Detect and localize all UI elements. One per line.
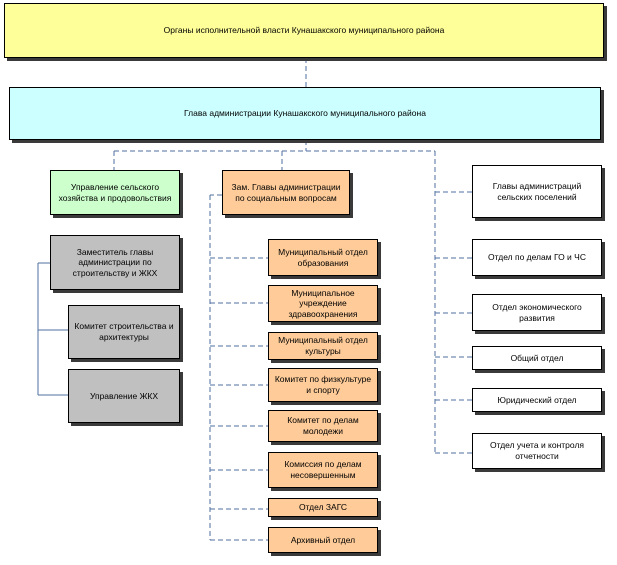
youth-committee-label: Комитет по делам молодежи: [287, 415, 359, 436]
agriculture-department-label: Управление сельского хозяйства и продово…: [58, 181, 172, 203]
accounting-control-label: Отдел учета и контроля отчетности: [489, 440, 585, 461]
agriculture-department-box: Управление сельского хозяйства и продово…: [50, 170, 180, 215]
legal-department-label: Юридический отдел: [497, 394, 577, 405]
education-department-box: Муниципальный отдел образования: [268, 239, 378, 276]
minors-commission-box: Комиссия по делам несовершенным: [268, 452, 378, 488]
healthcare-institution-label: Муниципальное учреждение здравоохранения: [288, 287, 358, 319]
sport-committee-label: Комитет по физкультуре и спорту: [274, 374, 372, 395]
housing-department-label: Управление ЖКХ: [89, 390, 159, 401]
deputy-construction-box: Заместитель главы администрации по строи…: [50, 235, 180, 290]
head-of-administration-label: Глава администрации Кунашакского муницип…: [184, 108, 426, 119]
rural-settlements-heads-label: Главы администраций сельских поселений: [492, 180, 582, 202]
rural-settlements-heads-box: Главы администраций сельских поселений: [472, 165, 602, 218]
registry-office-label: Отдел ЗАГС: [298, 502, 348, 513]
culture-department-label: Муниципальный отдел культуры: [278, 335, 368, 356]
education-department-label: Муниципальный отдел образования: [278, 246, 368, 268]
civil-defense-department-box: Отдел по делам ГО и ЧС: [472, 239, 602, 276]
head-of-administration-box: Глава администрации Кунашакского муницип…: [9, 87, 601, 140]
housing-department-box: Управление ЖКХ: [68, 369, 180, 423]
economic-development-box: Отдел экономического развития: [472, 294, 602, 331]
construction-committee-box: Комитет строительства и архитектуры: [68, 305, 180, 359]
executive-bodies-label: Органы исполнительной власти Кунашакског…: [163, 25, 445, 36]
construction-committee-label: Комитет строительства и архитектуры: [74, 321, 174, 342]
general-department-label: Общий отдел: [510, 352, 564, 363]
economic-development-label: Отдел экономического развития: [492, 301, 582, 323]
general-department-box: Общий отдел: [472, 346, 602, 370]
deputy-construction-label: Заместитель главы администрации по строи…: [72, 246, 158, 278]
accounting-control-box: Отдел учета и контроля отчетности: [472, 433, 602, 469]
sport-committee-box: Комитет по физкультуре и спорту: [268, 368, 378, 402]
deputy-social-box: Зам. Главы администрации по социальным в…: [222, 170, 350, 215]
civil-defense-department-label: Отдел по делам ГО и ЧС: [488, 252, 586, 263]
youth-committee-box: Комитет по делам молодежи: [268, 410, 378, 442]
healthcare-institution-box: Муниципальное учреждение здравоохранения: [268, 285, 378, 322]
registry-office-box: Отдел ЗАГС: [268, 498, 378, 517]
culture-department-box: Муниципальный отдел культуры: [268, 332, 378, 360]
executive-bodies-box: Органы исполнительной власти Кунашакског…: [4, 3, 604, 58]
archive-department-box: Архивный отдел: [268, 527, 378, 553]
archive-department-label: Архивный отдел: [290, 534, 356, 545]
deputy-social-label: Зам. Главы администрации по социальным в…: [231, 181, 341, 203]
minors-commission-label: Комиссия по делам несовершенным: [284, 459, 362, 480]
legal-department-box: Юридический отдел: [472, 388, 602, 412]
